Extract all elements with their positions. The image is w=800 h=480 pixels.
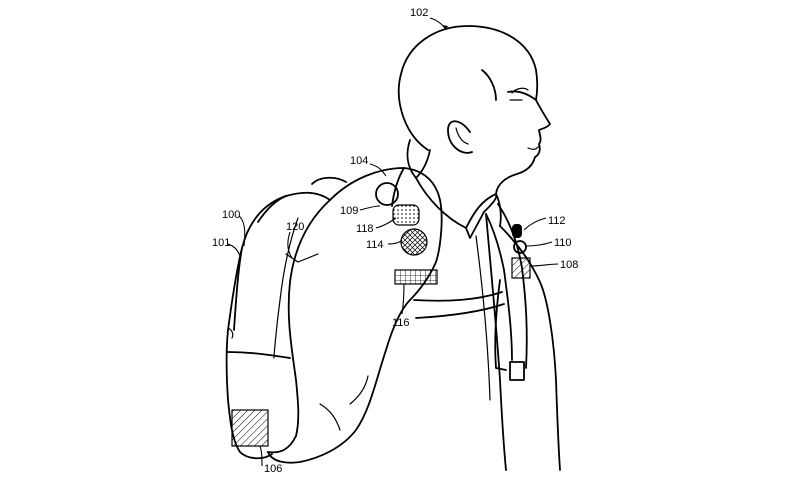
front-switch [512,224,522,238]
leader-lines [227,17,559,467]
label-109: 109 [340,205,358,217]
arm-outline [267,167,443,464]
label-112: 112 [548,215,566,227]
label-100: 100 [222,209,240,221]
label-118: 118 [356,223,374,235]
front-button [513,240,527,254]
reference-labels: 102 104 100 101 120 109 118 114 116 106 … [212,7,578,475]
label-110: 110 [554,237,572,249]
front-sensor-patch [511,257,531,279]
front-strap [485,203,528,381]
head-outline [397,25,551,195]
backpack-body [225,176,347,460]
torso-outline [475,213,561,471]
label-102: 102 [410,7,428,19]
strap-round-device [375,182,399,206]
label-104: 104 [350,155,368,167]
label-108: 108 [560,259,578,271]
strap-pad-round [400,228,428,256]
label-106: 106 [264,463,282,475]
label-101: 101 [212,237,230,249]
label-114: 114 [366,239,384,251]
chest-band [394,269,505,319]
label-120: 120 [286,221,304,233]
strap-pad-small [392,204,420,226]
bottom-sensor-patch [231,409,269,447]
label-116: 116 [392,317,410,329]
